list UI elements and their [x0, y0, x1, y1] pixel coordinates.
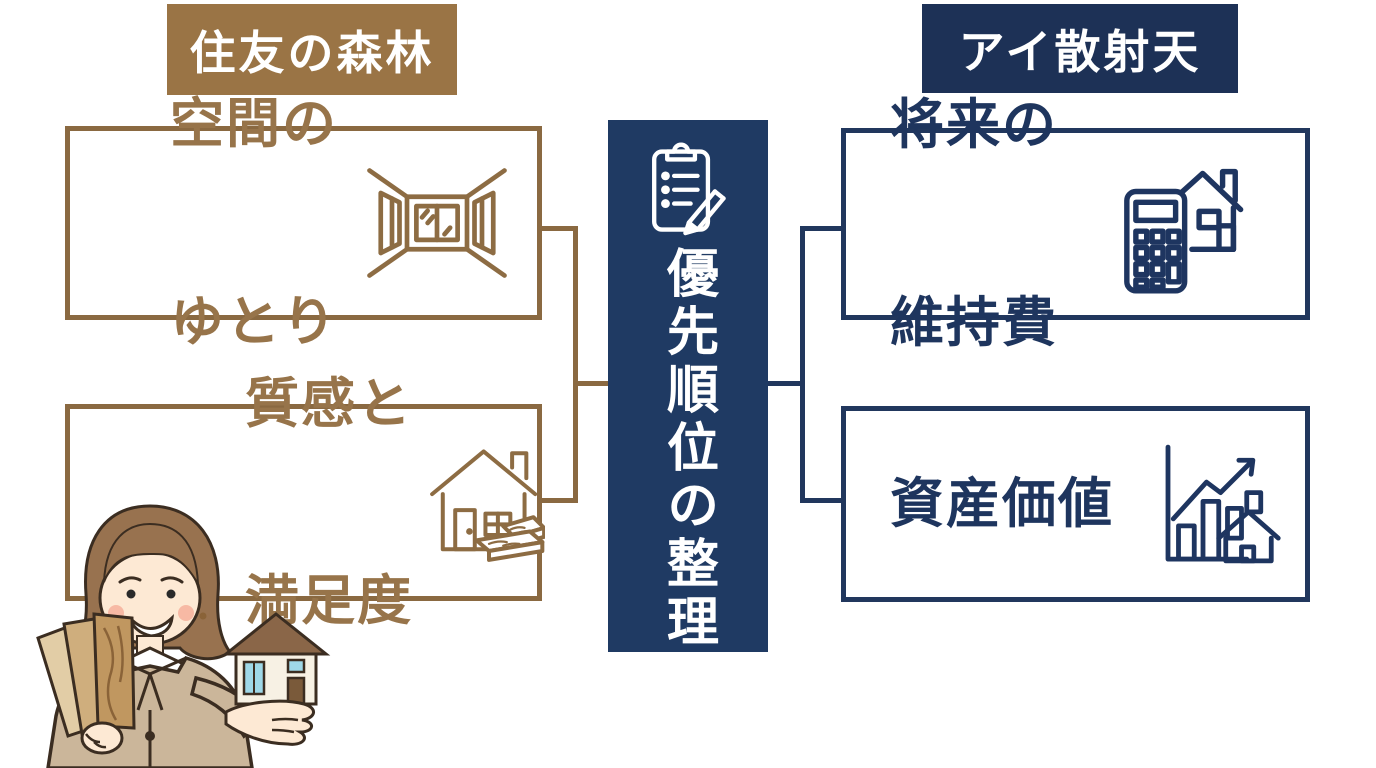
right-header-label: アイ散射天: [958, 24, 1202, 79]
right-box-maintenance-label: 将来の 維持費: [890, 93, 1058, 354]
left-header-label: 住友の森林: [189, 25, 435, 80]
left-box-quality-label: 質感と 満足度: [245, 371, 413, 633]
connector-right-box2-stub: [800, 498, 841, 503]
house-lumber-icon: [430, 448, 545, 562]
connector-right-vertical: [800, 226, 805, 503]
right-box-asset-value: 資産価値: [841, 406, 1310, 602]
connector-left-to-center: [573, 381, 608, 386]
right-box-maintenance: 将来の 維持費: [841, 93, 1310, 354]
growth-chart-house-icon: [1165, 444, 1281, 564]
calculator-house-icon: [1124, 168, 1244, 294]
left-box-space-label: 空間の ゆとり: [170, 92, 338, 353]
connector-left-box2-stub: [540, 498, 578, 503]
connector-center-to-right: [768, 381, 805, 386]
connector-left-box1-stub: [540, 226, 578, 231]
clipboard-pencil-icon: [652, 142, 726, 236]
center-priority-label: 優先順位の整理: [657, 246, 718, 652]
left-header: 住友の森林: [167, 4, 457, 95]
center-priority-panel: 優先順位の整理: [608, 120, 768, 652]
woman-illustration: [36, 504, 331, 768]
connector-left-vertical: [573, 226, 578, 503]
room-window-icon: [367, 168, 507, 278]
connector-right-box1-stub: [800, 226, 841, 231]
right-header: アイ散射天: [922, 4, 1238, 93]
left-box-space: 空間の ゆとり: [65, 92, 542, 353]
right-box-asset-value-label: 資産価値: [890, 472, 1114, 536]
